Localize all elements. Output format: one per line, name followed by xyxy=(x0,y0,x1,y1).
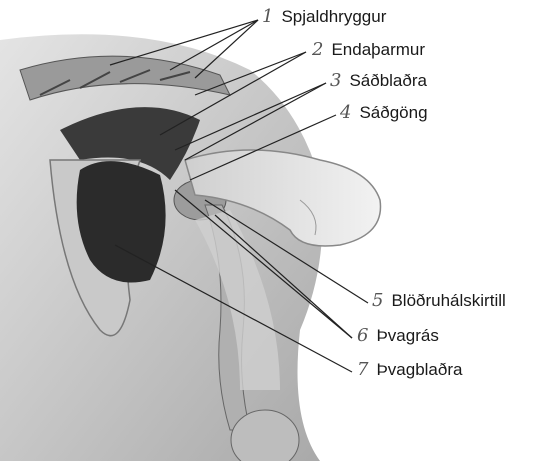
label-text: Endaþarmur xyxy=(331,40,425,59)
label-text: Spjaldhryggur xyxy=(281,7,386,26)
label-text: Sáðgöng xyxy=(359,103,427,122)
label-thvagbladra: 7 Þvagblaðra xyxy=(357,359,462,380)
label-text: Þvagrás xyxy=(376,326,438,345)
label-number: 2 xyxy=(312,39,323,60)
label-sadbladra: 3 Sáðblaðra xyxy=(330,70,427,91)
label-text: Sáðblaðra xyxy=(349,71,427,90)
label-spjaldhryggur: 1 Spjaldhryggur xyxy=(262,6,386,27)
label-sadgong: 4 Sáðgöng xyxy=(340,102,428,123)
label-blodruhalskirtill: 5 Blöðruhálskirtill xyxy=(372,290,506,311)
label-endatharmur: 2 Endaþarmur xyxy=(312,39,425,60)
label-number: 6 xyxy=(357,325,368,346)
label-number: 1 xyxy=(262,6,273,27)
label-number: 4 xyxy=(340,102,351,123)
label-number: 5 xyxy=(372,290,383,311)
label-thvagras: 6 Þvagrás xyxy=(357,325,439,346)
label-number: 3 xyxy=(330,70,341,91)
label-text: Þvagblaðra xyxy=(376,360,462,379)
label-text: Blöðruhálskirtill xyxy=(391,291,505,310)
label-number: 7 xyxy=(357,359,368,380)
